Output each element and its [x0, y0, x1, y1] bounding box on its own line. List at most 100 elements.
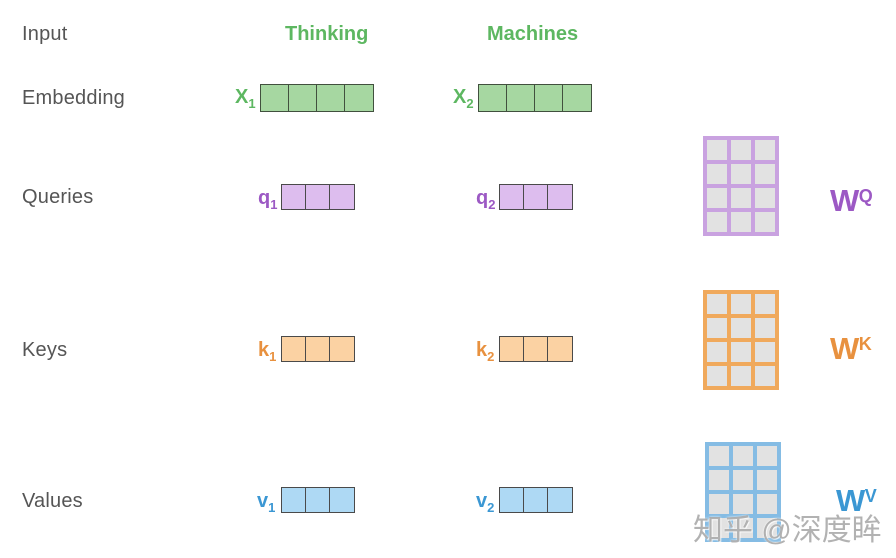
vector-sub: 2 — [466, 96, 474, 111]
matrix-cell — [731, 342, 751, 362]
query-cell — [500, 185, 524, 209]
matrix-cell — [757, 494, 777, 514]
matrix-cell — [709, 470, 729, 490]
embedding-cell — [289, 85, 317, 111]
key-cell — [306, 337, 330, 361]
vector-sub: 1 — [270, 197, 278, 212]
value-cell — [330, 488, 354, 512]
row-label-queries: Queries — [22, 186, 94, 208]
matrix-cell — [709, 494, 729, 514]
embedding-cell — [479, 85, 507, 111]
key-vector-k1 — [281, 336, 355, 362]
matrix-cell — [731, 294, 751, 314]
query-cell — [548, 185, 572, 209]
matrix-cell — [755, 212, 775, 232]
embedding-vector-label-x2: X2 — [453, 85, 474, 111]
matrix-cell — [731, 366, 751, 386]
vector-sub: 2 — [487, 500, 495, 515]
matrix-base: W — [836, 483, 865, 518]
query-cell — [306, 185, 330, 209]
matrix-label-wk: WK — [830, 331, 872, 367]
matrix-cell — [709, 446, 729, 466]
query-vector-label-q2: q2 — [476, 186, 496, 212]
value-cell — [524, 488, 548, 512]
matrix-cell — [733, 470, 753, 490]
key-cell — [282, 337, 306, 361]
value-vector-v1 — [281, 487, 355, 513]
row-label-input: Input — [22, 23, 68, 45]
query-cell — [524, 185, 548, 209]
embedding-vector-x1 — [260, 84, 374, 112]
matrix-sup: Q — [858, 186, 873, 206]
key-cell — [524, 337, 548, 361]
vector-base: v — [476, 490, 488, 512]
row-label-embedding: Embedding — [22, 87, 125, 109]
matrix-base: W — [830, 183, 859, 218]
matrix-cell — [755, 342, 775, 362]
vector-sub: 1 — [269, 349, 277, 364]
vector-sub: 2 — [488, 197, 496, 212]
vector-sub: 1 — [248, 96, 256, 111]
query-vector-label-q1: q1 — [258, 186, 278, 212]
matrix-label-wv: WV — [836, 483, 877, 519]
row-label-values: Values — [22, 490, 83, 512]
weight-matrix-wq — [703, 136, 779, 236]
embedding-cell — [317, 85, 345, 111]
query-cell — [330, 185, 354, 209]
vector-base: v — [257, 490, 269, 512]
matrix-cell — [733, 518, 753, 538]
key-vector-label-k1: k1 — [258, 338, 277, 364]
matrix-cell — [755, 188, 775, 208]
matrix-cell — [709, 518, 729, 538]
input-word-thinking: Thinking — [285, 23, 369, 45]
matrix-cell — [733, 494, 753, 514]
key-cell — [330, 337, 354, 361]
matrix-cell — [707, 318, 727, 338]
matrix-cell — [755, 318, 775, 338]
matrix-cell — [755, 164, 775, 184]
embedding-cell — [535, 85, 563, 111]
matrix-cell — [707, 342, 727, 362]
watermark: 知乎 @深度眸 — [693, 514, 882, 547]
key-vector-k2 — [499, 336, 573, 362]
query-cell — [282, 185, 306, 209]
value-cell — [306, 488, 330, 512]
value-cell — [548, 488, 572, 512]
matrix-cell — [757, 518, 777, 538]
matrix-cell — [757, 446, 777, 466]
key-cell — [500, 337, 524, 361]
vector-sub: 1 — [268, 500, 276, 515]
matrix-cell — [707, 294, 727, 314]
vector-sub: 2 — [487, 349, 495, 364]
matrix-label-wq: WQ — [830, 183, 873, 219]
value-vector-label-v2: v2 — [476, 489, 495, 515]
key-cell — [548, 337, 572, 361]
matrix-base: W — [830, 331, 859, 366]
matrix-cell — [731, 164, 751, 184]
embedding-vector-x2 — [478, 84, 592, 112]
weight-matrix-wv — [705, 442, 781, 542]
vector-base: X — [235, 86, 249, 108]
vector-base: k — [258, 339, 270, 361]
input-word-machines: Machines — [487, 23, 579, 45]
value-cell — [282, 488, 306, 512]
matrix-cell — [733, 446, 753, 466]
value-vector-label-v1: v1 — [257, 489, 276, 515]
vector-base: k — [476, 339, 488, 361]
embedding-cell — [345, 85, 373, 111]
weight-matrix-wk — [703, 290, 779, 390]
vector-base: q — [258, 187, 271, 209]
matrix-cell — [707, 366, 727, 386]
row-label-keys: Keys — [22, 339, 68, 361]
matrix-cell — [757, 470, 777, 490]
matrix-cell — [755, 366, 775, 386]
matrix-cell — [707, 212, 727, 232]
vector-base: q — [476, 187, 489, 209]
matrix-cell — [707, 188, 727, 208]
matrix-cell — [731, 212, 751, 232]
matrix-sup: K — [858, 334, 872, 354]
matrix-cell — [755, 140, 775, 160]
embedding-cell — [507, 85, 535, 111]
query-vector-q1 — [281, 184, 355, 210]
matrix-sup: V — [864, 486, 877, 506]
